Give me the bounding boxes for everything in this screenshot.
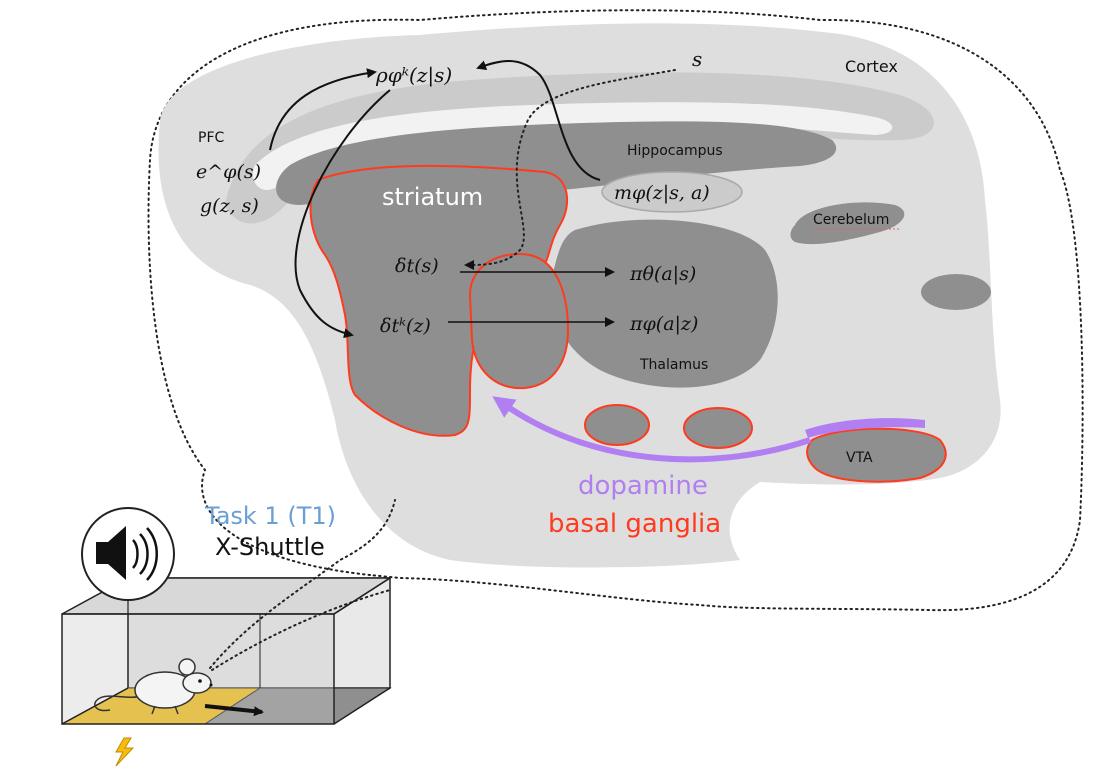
thalamus-region (551, 219, 778, 388)
pi-phi-formula: πφ(a|z) (629, 313, 698, 335)
vta-label: VTA (846, 450, 873, 466)
vta-region (806, 427, 947, 483)
box-right-edge (333, 577, 391, 615)
pfc-to-rho-arrow (269, 68, 377, 151)
box-front-face (61, 613, 335, 725)
box-right-bottom-edge (333, 687, 391, 725)
dopamine-arrow (492, 396, 811, 463)
rho-to-striatum-arrow (294, 89, 391, 339)
e-phi-formula: e^φ(s) (196, 161, 261, 183)
model-to-rho-arrow (476, 60, 601, 181)
cerebellum-lobe-lower (921, 274, 991, 310)
speaker-icon (81, 507, 175, 601)
shuttle-box (61, 577, 393, 725)
thalamus-label: Thalamus (639, 357, 708, 373)
hippocampus-label: Hippocampus (627, 143, 723, 159)
task-name-label: X-Shuttle (215, 533, 325, 561)
delta-s-formula: δt(s) (395, 255, 439, 277)
basal-ganglia-label: basal ganglia (548, 509, 721, 539)
rho-formula: ρφᵏ(z|s) (375, 63, 452, 88)
g-formula: g(z, s) (200, 195, 259, 217)
state-s-label: s (692, 47, 702, 71)
lightning-icon (115, 737, 135, 767)
cerebellum-lobe-upper (790, 202, 905, 245)
striatum-region (309, 164, 568, 437)
dopamine-label: dopamine (578, 471, 708, 501)
pfc-label: PFC (198, 130, 224, 146)
striatum-label: striatum (382, 183, 483, 211)
task-label: Task 1 (T1) (204, 502, 336, 530)
pi-theta-formula: πθ(a|s) (629, 263, 696, 285)
pallidum-region (468, 253, 570, 390)
mouse-icon (94, 658, 213, 715)
delta-z-formula: δtᵏ(z) (380, 315, 431, 337)
nucleus-right (683, 407, 753, 449)
cortex-label: Cortex (845, 57, 898, 76)
m-formula: mφ(z|s, a) (614, 182, 710, 204)
model-ellipse (601, 171, 743, 213)
state-dotted-path (464, 69, 676, 270)
thought-dots-connector (209, 499, 396, 669)
dopamine-source-band (805, 418, 925, 438)
nucleus-left (584, 404, 650, 446)
thought-dots-connector-2 (211, 589, 391, 671)
cerebellum-label: Cerebelum (813, 212, 889, 228)
mouse-movement-arrow (204, 704, 264, 717)
thought-bubble-outline (147, 9, 1084, 612)
